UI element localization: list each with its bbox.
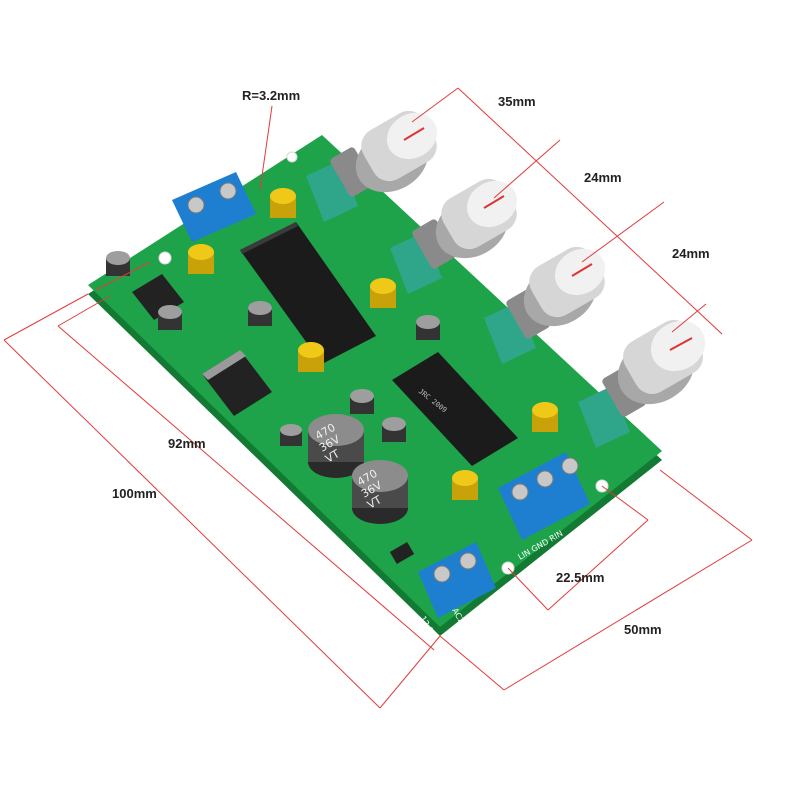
yellow-capacitors <box>188 188 558 500</box>
board-width-label: 50mm <box>624 622 662 637</box>
knob-pitch-label-2: 24mm <box>672 246 710 261</box>
small-capacitors <box>106 251 440 446</box>
large-capacitor: 470 36V VT <box>352 460 408 524</box>
knob-pitch-label-1: 24mm <box>584 170 622 185</box>
volume-knob-1[interactable] <box>344 104 445 205</box>
large-capacitor: 470 36V VT <box>308 414 364 478</box>
knob-offset-label: 35mm <box>498 94 536 109</box>
output-terminal <box>498 452 590 540</box>
terminal-spacing-label: 22.5mm <box>556 570 604 585</box>
mounting-hole <box>158 251 172 265</box>
capacitor-series: VT <box>365 493 384 512</box>
dimension-lines <box>3 87 753 709</box>
potentiometer-2 <box>390 219 456 294</box>
input-terminal <box>172 172 256 242</box>
mounting-hole <box>286 151 298 163</box>
secondary-ic: JRC 2009 <box>392 352 518 466</box>
treble-knob[interactable] <box>512 240 613 339</box>
hole-radius-label: R=3.2mm <box>242 88 300 103</box>
main-ic <box>240 222 376 364</box>
bass-knob[interactable] <box>424 172 525 271</box>
power-terminal <box>418 542 496 618</box>
pcb-board <box>88 135 662 636</box>
capacitor-series: VT <box>323 447 342 466</box>
smd-component <box>389 541 415 565</box>
inner-length-label: 92mm <box>168 436 206 451</box>
voltage-regulator <box>202 350 272 416</box>
potentiometer-1 <box>306 147 374 222</box>
balance-knob[interactable] <box>605 311 714 417</box>
board-length-label: 100mm <box>112 486 157 501</box>
